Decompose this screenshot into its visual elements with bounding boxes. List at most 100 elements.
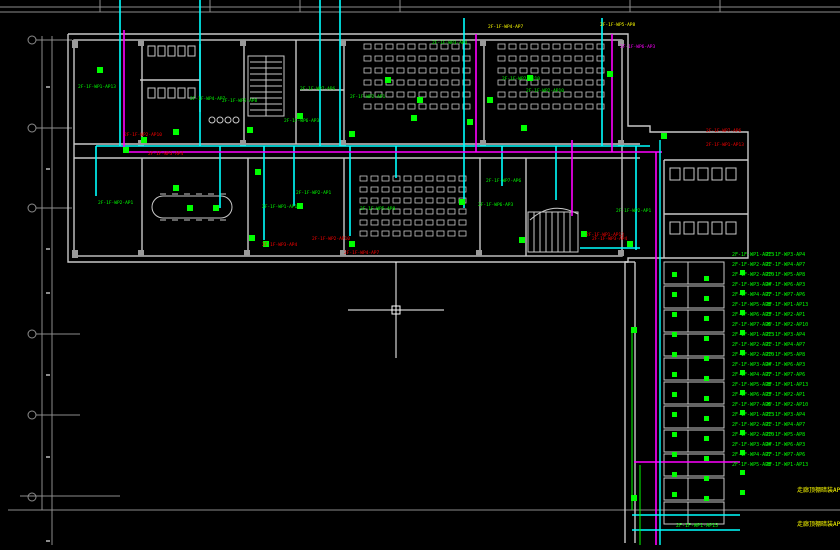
desk	[403, 186, 412, 193]
desk	[451, 91, 460, 98]
note-label: 2F-1F-WP2-AP10	[732, 432, 774, 438]
desk	[541, 103, 550, 110]
desk	[418, 67, 427, 74]
desk	[530, 103, 539, 110]
note-right-1: 走廊顶棚暗装AP(注)	[797, 486, 840, 494]
desk	[425, 219, 434, 226]
desk	[374, 43, 383, 50]
desk	[451, 67, 460, 74]
note-label: 2F-1F-WP6-AP3	[766, 442, 805, 448]
wifi-ap-device	[672, 452, 677, 457]
circuit-label: 2F-1F-WP6-AP3	[478, 202, 514, 208]
circuit-label: 2F-1F-WP2-AP1	[296, 190, 332, 196]
wifi-ap-device	[704, 456, 709, 461]
desk	[414, 175, 423, 182]
wifi-ap-device	[607, 71, 613, 77]
desk	[458, 186, 467, 193]
axis-bubbles	[27, 35, 80, 502]
desk	[574, 103, 583, 110]
toilet-stall	[697, 221, 709, 235]
note-label: 2F-1F-WP7-AP6	[732, 322, 771, 328]
wifi-ap-device	[581, 231, 587, 237]
note-label: 2F-1F-WP7-AP6	[766, 372, 805, 378]
desk	[440, 103, 449, 110]
note-label: 2F-1F-WP2-AP10	[732, 272, 774, 278]
wifi-ap-device	[740, 470, 745, 475]
wifi-ap-device	[213, 205, 219, 211]
wifi-ap-device	[704, 436, 709, 441]
conduit-cyan-right	[632, 140, 740, 545]
wifi-ap-device	[627, 241, 633, 247]
desk	[403, 230, 412, 237]
wifi-ap-device	[740, 490, 745, 495]
wifi-ap-device	[97, 67, 103, 73]
desk	[462, 43, 471, 50]
desk	[403, 197, 412, 204]
toilet-stall	[147, 87, 156, 99]
wifi-ap-device	[704, 416, 709, 421]
classroom-desks	[359, 43, 605, 237]
wifi-ap-device	[740, 350, 745, 355]
note-label: 2F-1F-WP7-AP6	[732, 402, 771, 408]
circuit-label: 2F-1F-WP3-AP4	[262, 242, 298, 248]
note-label: 2F-1F-WP3-AP4	[766, 332, 805, 338]
desk	[429, 67, 438, 74]
desk	[385, 55, 394, 62]
circuit-label: 2F-1F-WP7-AP6	[300, 86, 336, 92]
office-room	[663, 477, 725, 501]
wifi-ap-device	[141, 137, 147, 143]
note-label: 2F-1F-WP4-AP7	[732, 452, 771, 458]
desk	[370, 197, 379, 204]
note-right-2: 走廊顶棚暗装AP(注)	[797, 520, 840, 528]
circuit-label: 2F-1F-WP7-AP6	[486, 178, 522, 184]
desk	[574, 67, 583, 74]
crosshair-cursor	[348, 262, 444, 358]
desk	[436, 197, 445, 204]
desk	[407, 55, 416, 62]
desk	[374, 91, 383, 98]
circuit-label: 2F-1F-WP7-AP6	[706, 128, 742, 134]
cable-tray-cyan	[95, 0, 650, 250]
office-room	[663, 261, 725, 285]
desk	[462, 103, 471, 110]
circuit-label: 2F-1F-WP2-AP10	[124, 132, 162, 138]
desk	[596, 55, 605, 62]
desk	[563, 67, 572, 74]
note-label: 2F-1F-WP3-AP4	[732, 282, 771, 288]
wifi-ap-device	[704, 296, 709, 301]
wifi-ap-device	[349, 241, 355, 247]
wifi-ap-device	[247, 127, 253, 133]
toilet-stall	[711, 167, 723, 181]
desk	[414, 230, 423, 237]
circuit-label: 2F-1F-WP1-AP13	[586, 232, 624, 238]
desk	[447, 175, 456, 182]
note-label: 2F-1F-WP5-AP8	[766, 352, 805, 358]
toilet-stall	[697, 167, 709, 181]
desk	[530, 43, 539, 50]
desk	[541, 43, 550, 50]
desk	[414, 208, 423, 215]
desk	[497, 43, 506, 50]
desk	[429, 79, 438, 86]
wifi-ap-device	[740, 310, 745, 315]
desk	[385, 67, 394, 74]
wifi-ap-device	[519, 237, 525, 243]
toilet-stall	[669, 167, 681, 181]
desk	[370, 230, 379, 237]
desk	[374, 79, 383, 86]
desk	[541, 67, 550, 74]
desk	[552, 43, 561, 50]
desk	[374, 55, 383, 62]
note-label: 2F-1F-WP1-AP13	[766, 462, 808, 468]
desk	[508, 43, 517, 50]
desk	[425, 230, 434, 237]
wifi-ap-device	[173, 129, 179, 135]
toilet-stall	[725, 167, 737, 181]
desk	[458, 208, 467, 215]
desk	[596, 103, 605, 110]
circuit-label: 2F-1F-WP4-AP7	[344, 250, 380, 256]
desk	[563, 79, 572, 86]
circuit-label: 2F-1F-WP4-AP7	[190, 96, 226, 102]
